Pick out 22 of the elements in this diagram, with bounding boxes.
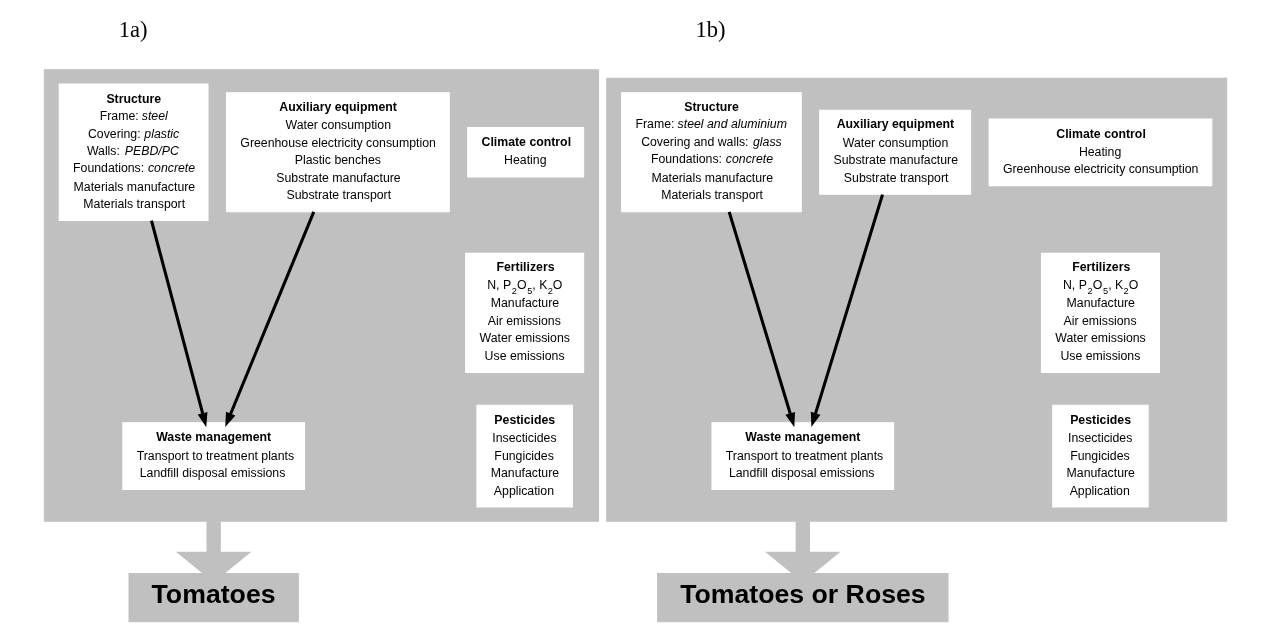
label: 1b) bbox=[695, 17, 726, 43]
node-box: Pesticides Insecticides Fungicides Manufacture Application bbox=[476, 404, 573, 508]
node-box: Waste management Transport to treatment plants Landfill disposal emissions bbox=[711, 422, 895, 490]
node-box: Structure Frame: steel and aluminium Covering and walls: glass Foundations: concrete Materials manufacture Materials transport bbox=[621, 92, 802, 213]
arrow bbox=[727, 211, 795, 428]
node-box: Tomatoes or Roses bbox=[657, 573, 949, 623]
arrow bbox=[150, 220, 208, 428]
arrow bbox=[810, 194, 884, 427]
cluster bbox=[43, 69, 600, 522]
node-box: Structure Frame: steel Covering: plastic Walls: PEBD/PC Foundations: concrete Materials manufacture Materials transport bbox=[58, 83, 209, 222]
node-box: Climate control Heating Greenhouse electricity consumption bbox=[988, 118, 1213, 187]
node-box: Climate control Heating bbox=[467, 127, 585, 178]
node-box: Auxiliary equipment Water consumption Greenhouse electricity consumption Plastic benches Substrate manufacture Substrate transport bbox=[226, 92, 450, 213]
label: 1a) bbox=[118, 17, 148, 43]
node-box: Fertilizers N, P$_{2}$O$_{5}$, K$_{2}$O Manufacture Air emissions Water emissions Use emissions bbox=[465, 252, 585, 373]
arrow bbox=[225, 211, 316, 427]
node-box: Pesticides Insecticides Fungicides Manufacture Application bbox=[1052, 404, 1149, 508]
cluster bbox=[606, 77, 1228, 522]
node-box: Fertilizers N, P$_{2}$O$_{5}$, K$_{2}$O Manufacture Air emissions Water emissions Use emissions bbox=[1040, 252, 1160, 373]
node-box: Waste management Transport to treatment plants Landfill disposal emissions bbox=[122, 422, 305, 490]
node-box: Auxiliary equipment Water consumption Substrate manufacture Substrate transport bbox=[819, 109, 972, 195]
node-box: Tomatoes bbox=[128, 573, 299, 623]
